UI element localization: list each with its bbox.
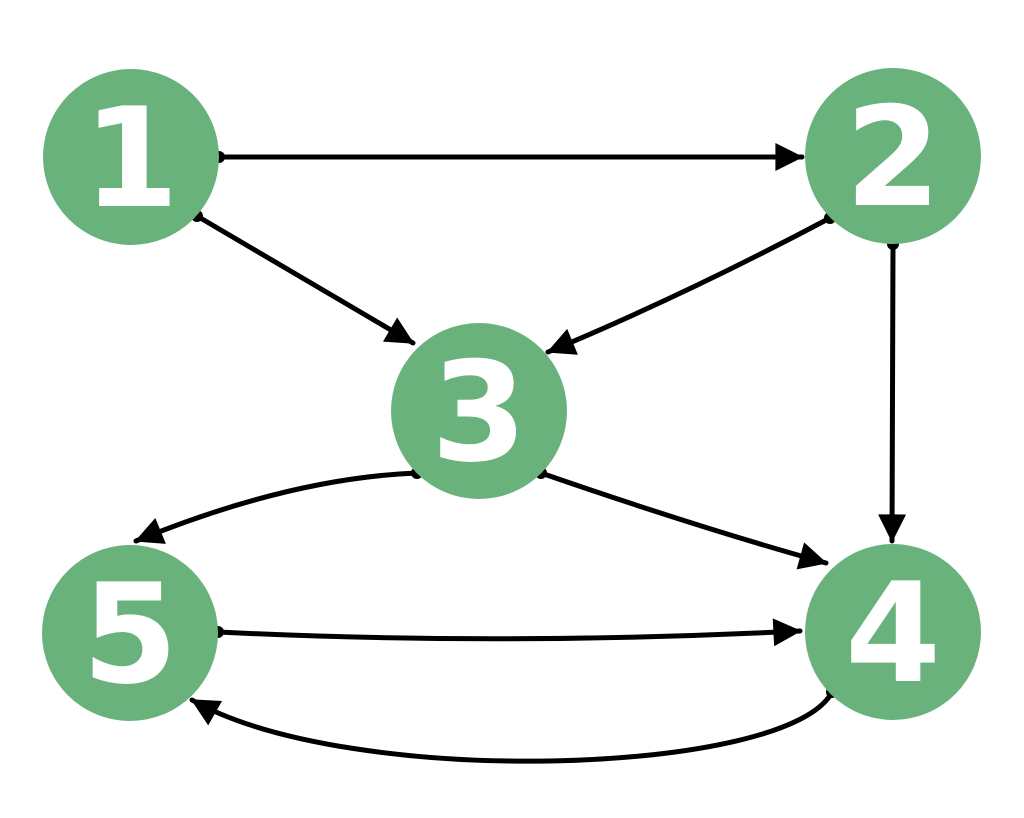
node-2-circle: [805, 68, 981, 244]
edge-3-5: [133, 470, 420, 544]
nodes-layer: 1 2 3 4 5: [42, 68, 981, 721]
node-2: 2: [805, 68, 981, 244]
node-5-circle: [42, 545, 218, 721]
node-5: 5: [42, 545, 218, 721]
node-3-circle: [391, 323, 567, 499]
node-1: 1: [43, 69, 219, 245]
node-1-circle: [43, 69, 219, 245]
edge-3-4: [538, 470, 829, 570]
node-3: 3: [391, 323, 567, 499]
node-4: 4: [805, 544, 981, 720]
edge-1-3: [194, 213, 416, 346]
edge-5-4: [215, 618, 803, 647]
edge-2-3: [545, 215, 833, 355]
node-4-circle: [805, 544, 981, 720]
edge-2-4: [878, 241, 907, 544]
edge-4-5: [189, 689, 835, 764]
